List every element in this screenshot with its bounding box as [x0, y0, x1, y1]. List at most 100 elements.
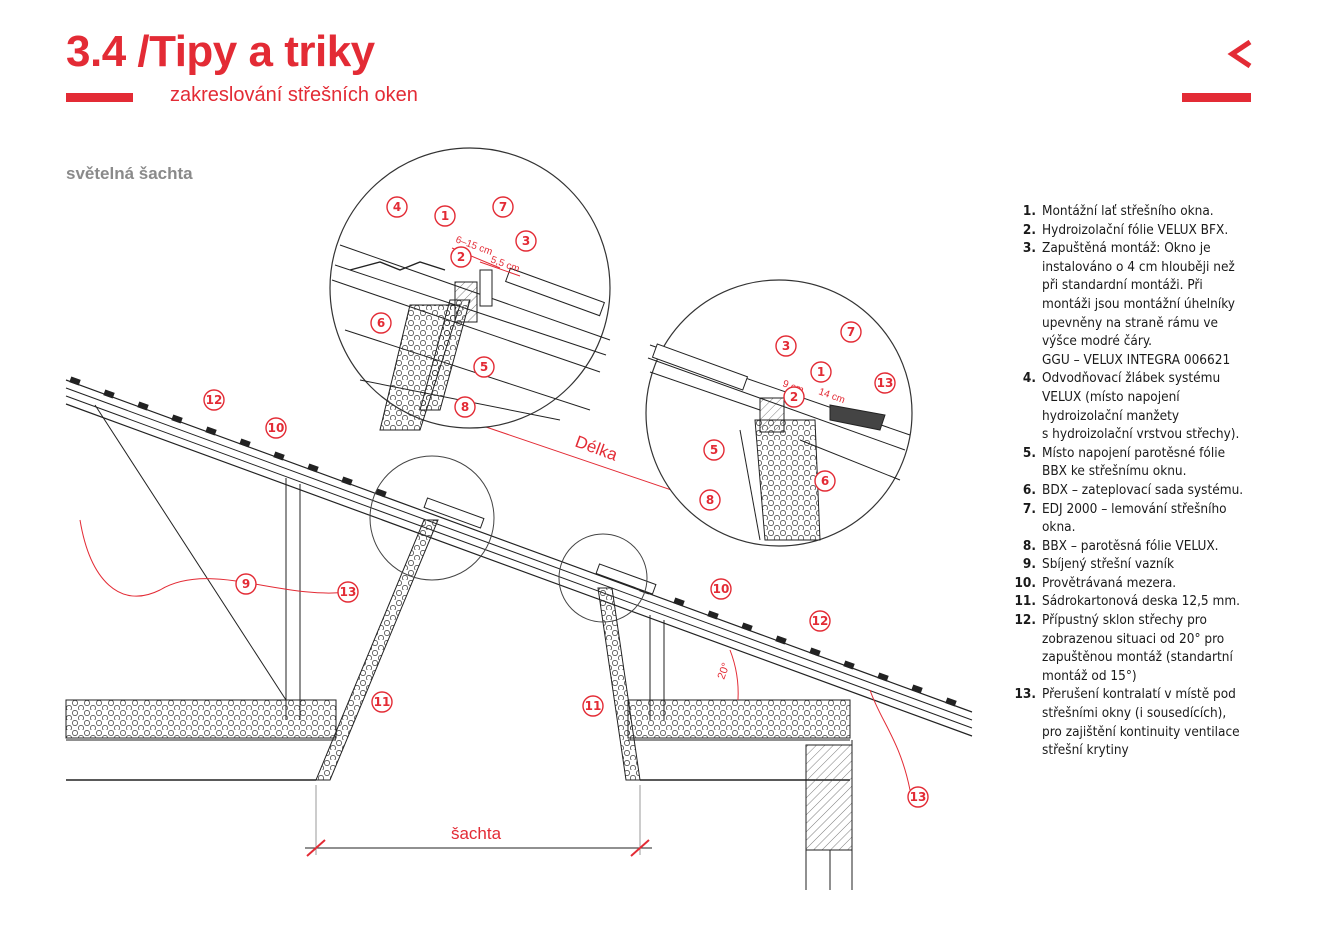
page-title-block: 3.4 /Tipy a triky: [66, 30, 375, 74]
callout-number: 7: [847, 325, 855, 339]
legend-text: Místo napojení parotěsné fólie BBX ke st…: [1042, 444, 1226, 480]
shaft-dimension-label: šachta: [451, 824, 502, 843]
callout-number: 12: [206, 393, 223, 407]
callouts-main: 12 10 9 13 11 10 12 11 13: [203, 389, 929, 808]
legend-text: Sádrokartonová deska 12,5 mm.: [1042, 593, 1241, 610]
callout-number: 13: [877, 376, 894, 390]
callout-number: 4: [393, 200, 401, 214]
callout-number: 1: [441, 209, 449, 223]
legend-text: BDX – zateplovací sada systému.: [1042, 481, 1244, 498]
callout: 4: [386, 196, 408, 218]
main-section: [65, 376, 973, 890]
callout: 12: [809, 610, 831, 632]
callout: 1: [810, 361, 832, 383]
legend-text: Přípustný sklon střechy pro zobrazenou s…: [1042, 612, 1233, 684]
callout-number: 10: [713, 582, 730, 596]
legend-item: 13.Přerušení kontralatí v místě pod stře…: [1008, 685, 1308, 759]
callout: 5: [473, 356, 495, 378]
callout: 5: [703, 439, 725, 461]
legend-number: 10.: [1014, 574, 1036, 591]
callout-number: 7: [499, 200, 507, 214]
legend-text: Zapuštěná montáž: Okno je instalováno o …: [1042, 240, 1235, 368]
legend-text: Přerušení kontralatí v místě pod střešní…: [1042, 686, 1240, 759]
legend-number: 5.: [1022, 444, 1036, 461]
callout: 6: [370, 312, 392, 334]
callouts-detail-right: 3 7 1 13 2 5 6 8: [699, 321, 896, 511]
callout: 2: [783, 386, 805, 408]
legend-list: 1. Montážní lať střešního okna. 2.Hydroiz…: [1008, 202, 1308, 760]
legend-item: 4. Odvodňovací žlábek systému VELUX (míst…: [1008, 369, 1308, 443]
callout-number: 8: [461, 400, 469, 414]
legend-item: 12. Přípustný sklon střechy pro zobrazeno…: [1008, 611, 1308, 685]
legend-number: 9.: [1022, 556, 1036, 573]
callout: 13: [907, 786, 929, 808]
callout-number: 5: [710, 443, 718, 457]
callout-number: 3: [522, 234, 530, 248]
back-chevron-icon[interactable]: [1226, 36, 1256, 72]
angle-label: 20°: [716, 661, 733, 681]
legend-item: 3. Zapuštěná montáž: Okno je instalováno …: [1008, 239, 1308, 369]
legend-text: Provětrávaná mezera.: [1042, 574, 1177, 591]
callout-number: 10: [268, 421, 285, 435]
callout-number: 3: [782, 339, 790, 353]
legend-item: 9. Sbíjený střešní vazník: [1008, 555, 1308, 574]
legend-number: 11.: [1014, 593, 1036, 610]
detail-right: 9 cm 14 cm: [645, 279, 913, 547]
callout: 10: [710, 578, 732, 600]
legend-text: EDJ 2000 – lemování střešního okna.: [1042, 500, 1227, 536]
legend-item: 7. EDJ 2000 – lemování střešního okna.: [1008, 500, 1308, 537]
legend-item: 1. Montážní lať střešního okna.: [1008, 202, 1308, 221]
legend-number: 3.: [1022, 240, 1036, 257]
callout: 2: [450, 246, 472, 268]
callout: 3: [775, 335, 797, 357]
callout-number: 2: [790, 390, 798, 404]
legend-text: Sbíjený střešní vazník: [1042, 556, 1175, 573]
callout: 11: [582, 695, 604, 717]
legend-number: 12.: [1014, 612, 1036, 629]
legend-item: 2.Hydroizolační fólie VELUX BFX.: [1008, 221, 1308, 240]
callout: 6: [814, 470, 836, 492]
callout: 1: [434, 205, 456, 227]
callout-number: 11: [585, 699, 602, 713]
callout: 7: [840, 321, 862, 343]
legend-number: 7.: [1022, 500, 1036, 517]
callout: 12: [203, 389, 225, 411]
legend-number: 4.: [1022, 370, 1036, 387]
length-dimension-label: Délka: [573, 432, 621, 465]
legend-number: 1.: [1022, 203, 1036, 219]
callout: 13: [874, 372, 896, 394]
callout: 13: [337, 581, 359, 603]
legend-item: 5. Místo napojení parotěsné fólie BBX ke …: [1008, 444, 1308, 481]
callout: 3: [515, 230, 537, 252]
legend-number: 6.: [1022, 481, 1036, 498]
callout-number: 6: [377, 316, 385, 330]
callout: 10: [265, 417, 287, 439]
callout-number: 2: [457, 250, 465, 264]
legend-number: 8.: [1022, 537, 1036, 554]
legend-text: Montážní lať střešního okna.: [1042, 203, 1214, 219]
legend-text: Odvodňovací žlábek systému VELUX (místo …: [1042, 370, 1240, 443]
page-subtitle: zakreslování střešních oken: [170, 84, 418, 106]
nav-accent-bar: [1182, 93, 1251, 102]
legend-text: BBX – parotěsná fólie VELUX.: [1042, 537, 1219, 554]
callouts-detail-left: 4 1 7 3 2 6 5 8: [370, 196, 537, 418]
callout: 8: [454, 396, 476, 418]
callout: 7: [492, 196, 514, 218]
legend-number: 2.: [1022, 221, 1036, 238]
section-label: světelná šachta: [66, 164, 193, 183]
callout-number: 5: [480, 360, 488, 374]
legend-item: 6. BDX – zateplovací sada systému.: [1008, 481, 1308, 500]
legend-item: 8. BBX – parotěsná fólie VELUX.: [1008, 537, 1308, 556]
callout-number: 11: [374, 695, 391, 709]
callout-number: 1: [817, 365, 825, 379]
callout: 9: [235, 573, 257, 595]
callout-number: 12: [812, 614, 829, 628]
callout-number: 9: [242, 577, 250, 591]
callout-number: 13: [910, 790, 927, 804]
callout: 11: [371, 691, 393, 713]
legend-item: 11. Sádrokartonová deska 12,5 mm.: [1008, 592, 1308, 611]
title-accent-bar: [66, 93, 133, 102]
callout-number: 13: [340, 585, 357, 599]
callout-number: 8: [706, 493, 714, 507]
